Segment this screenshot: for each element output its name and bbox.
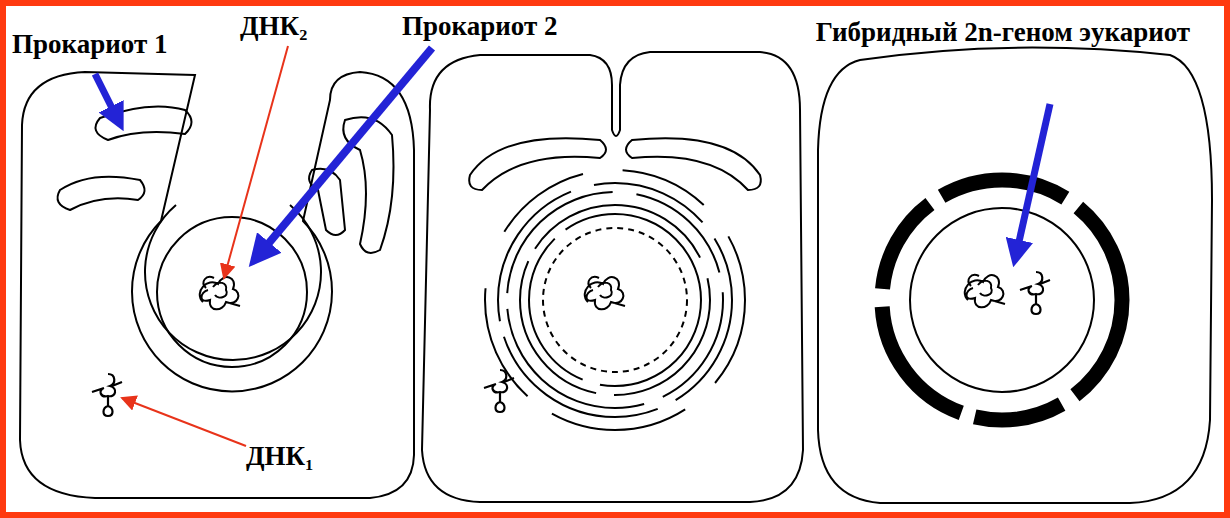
cell-two [422, 52, 803, 502]
callout-label: ДНК₁ [246, 440, 313, 472]
callout-label: ДНК₂ [240, 10, 307, 42]
callout-label: Прокариот 2 [402, 10, 557, 42]
callout-label: Гибридный 2n-геном эукариот [803, 16, 1203, 48]
leader-arrows [95, 46, 1050, 446]
cell-three [818, 48, 1212, 503]
callout-label: Прокариот 1 [12, 28, 167, 60]
